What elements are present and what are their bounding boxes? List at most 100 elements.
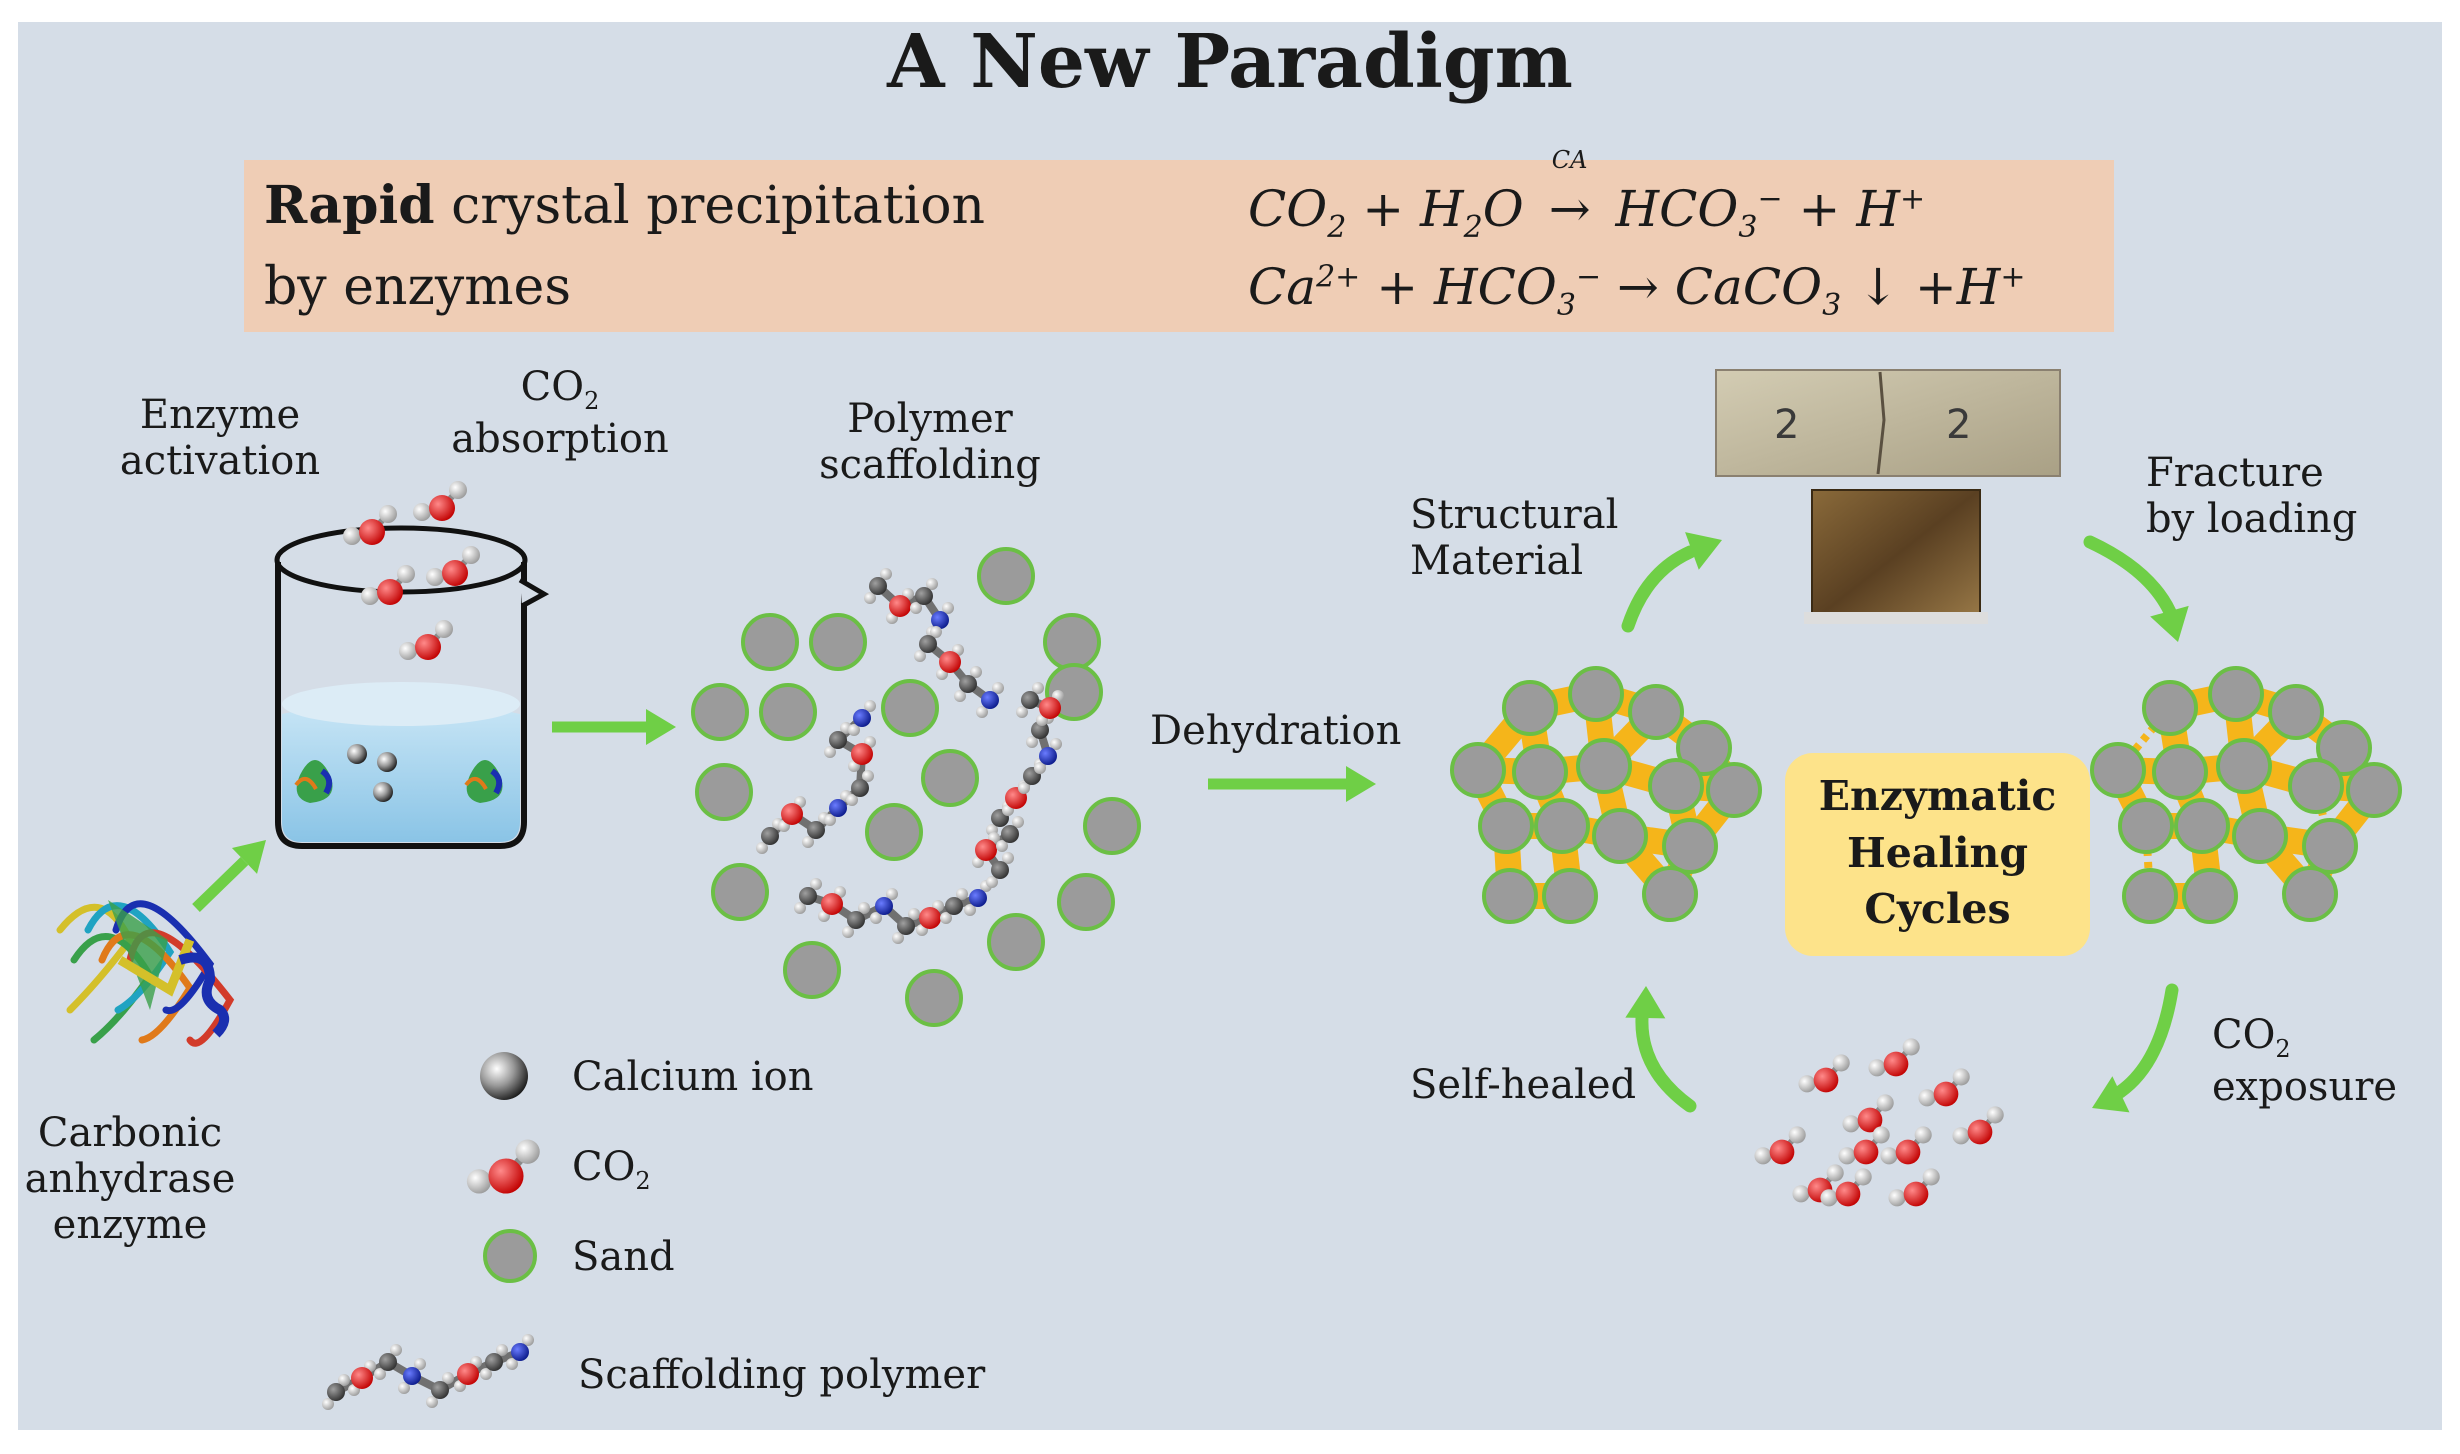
eq2-hplus: H bbox=[1956, 258, 2001, 316]
figure-title: A New Paradigm bbox=[887, 19, 1573, 105]
co2-molecule-icon bbox=[1798, 1054, 1850, 1093]
hydrogen-atom-icon bbox=[338, 1374, 350, 1386]
sand-grain-icon bbox=[1083, 797, 1141, 855]
label-co2-exposure-line2: exposure bbox=[2212, 1063, 2397, 1110]
eq1-hco-sub: 3 bbox=[1738, 210, 1758, 245]
hydrogen-atom-icon bbox=[1026, 736, 1038, 748]
sand-grain-icon bbox=[1512, 744, 1568, 800]
label-fracture-line2: by loading bbox=[2146, 496, 2358, 542]
hydrogen-atom-icon bbox=[1914, 1126, 1932, 1144]
hydrogen-atom-icon bbox=[343, 527, 361, 545]
banner-heading-line1: Rapid crystal precipitation bbox=[264, 176, 985, 237]
sand-grain-icon bbox=[905, 969, 963, 1027]
eq1-co-sub: 2 bbox=[1327, 210, 1347, 245]
sample-bar-photo bbox=[1715, 369, 2061, 477]
equation-co2-hydration: CO2 + H2O CA→ HCO3− + H+ bbox=[1248, 146, 1925, 245]
hydrogen-atom-icon bbox=[506, 1358, 518, 1370]
sand-grain-icon bbox=[1592, 808, 1648, 864]
hydrogen-atom-icon bbox=[794, 902, 806, 914]
hydrogen-atom-icon bbox=[1922, 1168, 1940, 1186]
nitrogen-atom-icon bbox=[853, 709, 871, 727]
hydrogen-atom-icon bbox=[1018, 782, 1030, 794]
sand-grain-icon bbox=[695, 763, 753, 821]
hydrogen-atom-icon bbox=[322, 1398, 334, 1410]
carbon-atom-icon bbox=[485, 1353, 503, 1371]
hydrogen-atom-icon bbox=[1918, 1089, 1936, 1107]
oxygen-atom-icon bbox=[1933, 1081, 1959, 1107]
eq1-hplus: H bbox=[1856, 180, 1900, 238]
legend-calcium-label: Calcium ion bbox=[572, 1054, 814, 1100]
carbon-atom-icon bbox=[869, 577, 887, 595]
eq2-hco: HCO bbox=[1434, 258, 1557, 316]
co2-molecule-icon bbox=[343, 505, 397, 545]
beaker-icon bbox=[275, 562, 527, 849]
oxygen-atom-icon bbox=[1967, 1119, 1993, 1145]
scaffolding-polymer-icon bbox=[972, 816, 1024, 888]
legend-polymer-label: Scaffolding polymer bbox=[578, 1352, 986, 1398]
scaffolding-polymer-icon bbox=[864, 568, 1004, 718]
hydrogen-atom-icon bbox=[1986, 1106, 2004, 1124]
hydrogen-atom-icon bbox=[996, 840, 1008, 852]
label-enzyme-activation-line1: Enzyme bbox=[139, 392, 301, 438]
eq2-caco-sub: 3 bbox=[1822, 288, 1842, 323]
label-enzyme-activation-line2: activation bbox=[119, 438, 321, 484]
oxygen-atom-icon bbox=[359, 519, 385, 545]
nitrogen-atom-icon bbox=[403, 1367, 421, 1385]
sand-grain-icon bbox=[2268, 684, 2324, 740]
hydrogen-atom-icon bbox=[1016, 706, 1028, 718]
eq2-arrow: → bbox=[1601, 258, 1675, 316]
sand-grain-icon bbox=[1482, 868, 1538, 924]
hydrogen-atom-icon bbox=[1854, 1168, 1872, 1186]
label-co2-exposure-sub: 2 bbox=[2275, 1035, 2291, 1063]
legend-co2-text: CO bbox=[572, 1144, 636, 1190]
eq1-hco-sup: − bbox=[1757, 181, 1783, 217]
hydrogen-atom-icon bbox=[1034, 762, 1046, 774]
hydrogen-atom-icon bbox=[810, 878, 822, 890]
oxygen-atom-icon bbox=[1857, 1107, 1883, 1133]
sand-grain-icon bbox=[1568, 666, 1624, 722]
co2-molecule-icon bbox=[1754, 1126, 1806, 1165]
co2-molecule-icon bbox=[1820, 1168, 1872, 1207]
sand-grain-icon bbox=[881, 679, 939, 737]
oxygen-atom-icon bbox=[1895, 1139, 1921, 1165]
hydrogen-atom-icon bbox=[862, 770, 874, 782]
sand-grain-icon bbox=[2302, 818, 2358, 874]
hydrogen-atom-icon bbox=[954, 690, 966, 702]
eq1-plus2: + bbox=[1782, 180, 1857, 238]
hydrogen-atom-icon bbox=[1872, 1126, 1890, 1144]
label-polymer-line2: scaffolding bbox=[819, 442, 1041, 488]
hydrogen-atom-icon bbox=[414, 1358, 426, 1370]
eq1-h: H bbox=[1420, 180, 1464, 238]
sand-grain-icon bbox=[711, 863, 769, 921]
co2-molecule-icon bbox=[1918, 1068, 1970, 1107]
carbon-atom-icon bbox=[959, 675, 977, 693]
co2-molecule-icon bbox=[413, 481, 467, 521]
legend-co2-sub: 2 bbox=[635, 1167, 651, 1195]
legend-co2-label: CO2 bbox=[572, 1144, 651, 1196]
nitrogen-atom-icon bbox=[875, 897, 893, 915]
sand-grain-icon bbox=[741, 613, 799, 671]
carbon-atom-icon bbox=[919, 635, 937, 653]
hydrogen-atom-icon bbox=[848, 724, 860, 736]
hydrogen-atom-icon bbox=[449, 481, 467, 499]
hydrogen-atom-icon bbox=[940, 912, 952, 924]
hydrogen-atom-icon bbox=[970, 666, 982, 678]
co2-molecule-icon bbox=[399, 620, 453, 660]
hydrogen-atom-icon bbox=[496, 1344, 508, 1356]
arrow-cycle-to-structural bbox=[1625, 986, 1697, 1113]
sand-grain-icon bbox=[865, 803, 923, 861]
co2-molecule-icon bbox=[426, 546, 480, 586]
eq2-plus: + bbox=[1360, 258, 1434, 316]
arrow-dehydration bbox=[1208, 766, 1376, 802]
eq2-hplus-sup: + bbox=[2000, 259, 2026, 295]
sand-grain-icon bbox=[2118, 798, 2174, 854]
co2-molecule-icon bbox=[1888, 1168, 1940, 1207]
arrow-cycle-to-co2 bbox=[2092, 983, 2179, 1113]
oxygen-atom-icon bbox=[1903, 1181, 1929, 1207]
sand-grain-icon bbox=[977, 547, 1035, 605]
